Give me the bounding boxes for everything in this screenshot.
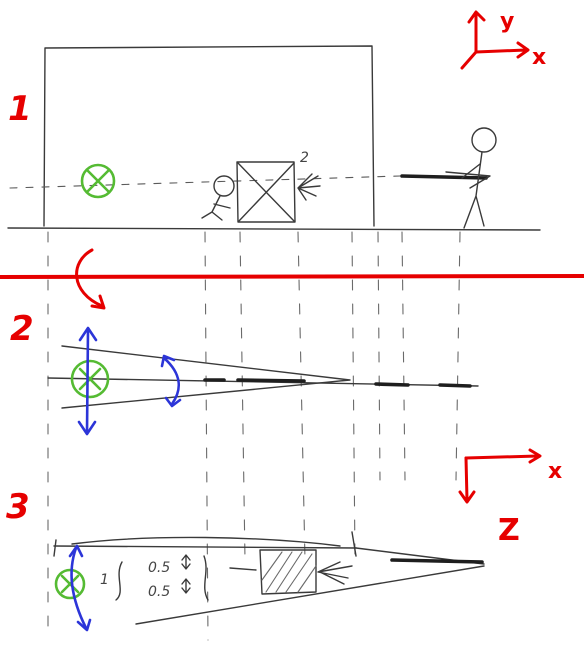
stick-figure-standing-icon	[461, 127, 497, 229]
target-circle-icon	[80, 163, 116, 199]
axis-z-label: Z	[498, 513, 520, 548]
axis-y-label: y	[500, 9, 514, 34]
lower-cone	[135, 565, 485, 625]
panel-2-label: 2	[10, 309, 34, 349]
muzzle-burst-front	[317, 561, 353, 585]
axis-x-label-bottom: x	[548, 459, 562, 484]
crate-icon-front	[259, 549, 317, 595]
rotation-arrow-icon	[75, 248, 106, 310]
panel-1-label: 1	[8, 89, 32, 129]
top-beam	[53, 545, 357, 549]
vision-cone	[61, 345, 351, 409]
stick-figure-crouching-icon	[201, 175, 235, 221]
motion-arrow-curved	[160, 354, 182, 408]
panel-2-top-view: 2	[10, 309, 479, 436]
note-value-2: 0.5	[148, 584, 170, 600]
line-of-sight	[9, 175, 401, 189]
ground-line	[7, 227, 541, 231]
motion-arrow-vertical	[77, 326, 98, 436]
panel-3-label: 3	[6, 487, 30, 527]
axis-arrows-icon-bottom	[458, 448, 542, 504]
box-number: 2	[300, 150, 309, 166]
axis-x-label: x	[532, 45, 546, 70]
crate-icon	[236, 161, 296, 223]
target-circle-icon-front	[54, 568, 86, 600]
weapon-body	[445, 171, 491, 189]
note-value-1: 0.5	[148, 560, 170, 576]
wall-outline	[43, 45, 375, 227]
panel-divider	[0, 274, 584, 279]
target-circle-icon-top	[70, 359, 110, 399]
panel-1-side-view: 1 2	[7, 9, 546, 231]
motion-arrow-vertical-front	[68, 544, 92, 632]
weapon-barrel	[400, 174, 488, 180]
muzzle-burst	[297, 173, 321, 201]
panel-3-front-view: 3 x Z 1 0.5 0.5	[6, 448, 562, 632]
projection-lines	[47, 231, 461, 641]
weapon-barrel-top	[236, 378, 306, 383]
row-label: 1	[100, 572, 109, 588]
axis-arrows-icon	[460, 10, 530, 70]
